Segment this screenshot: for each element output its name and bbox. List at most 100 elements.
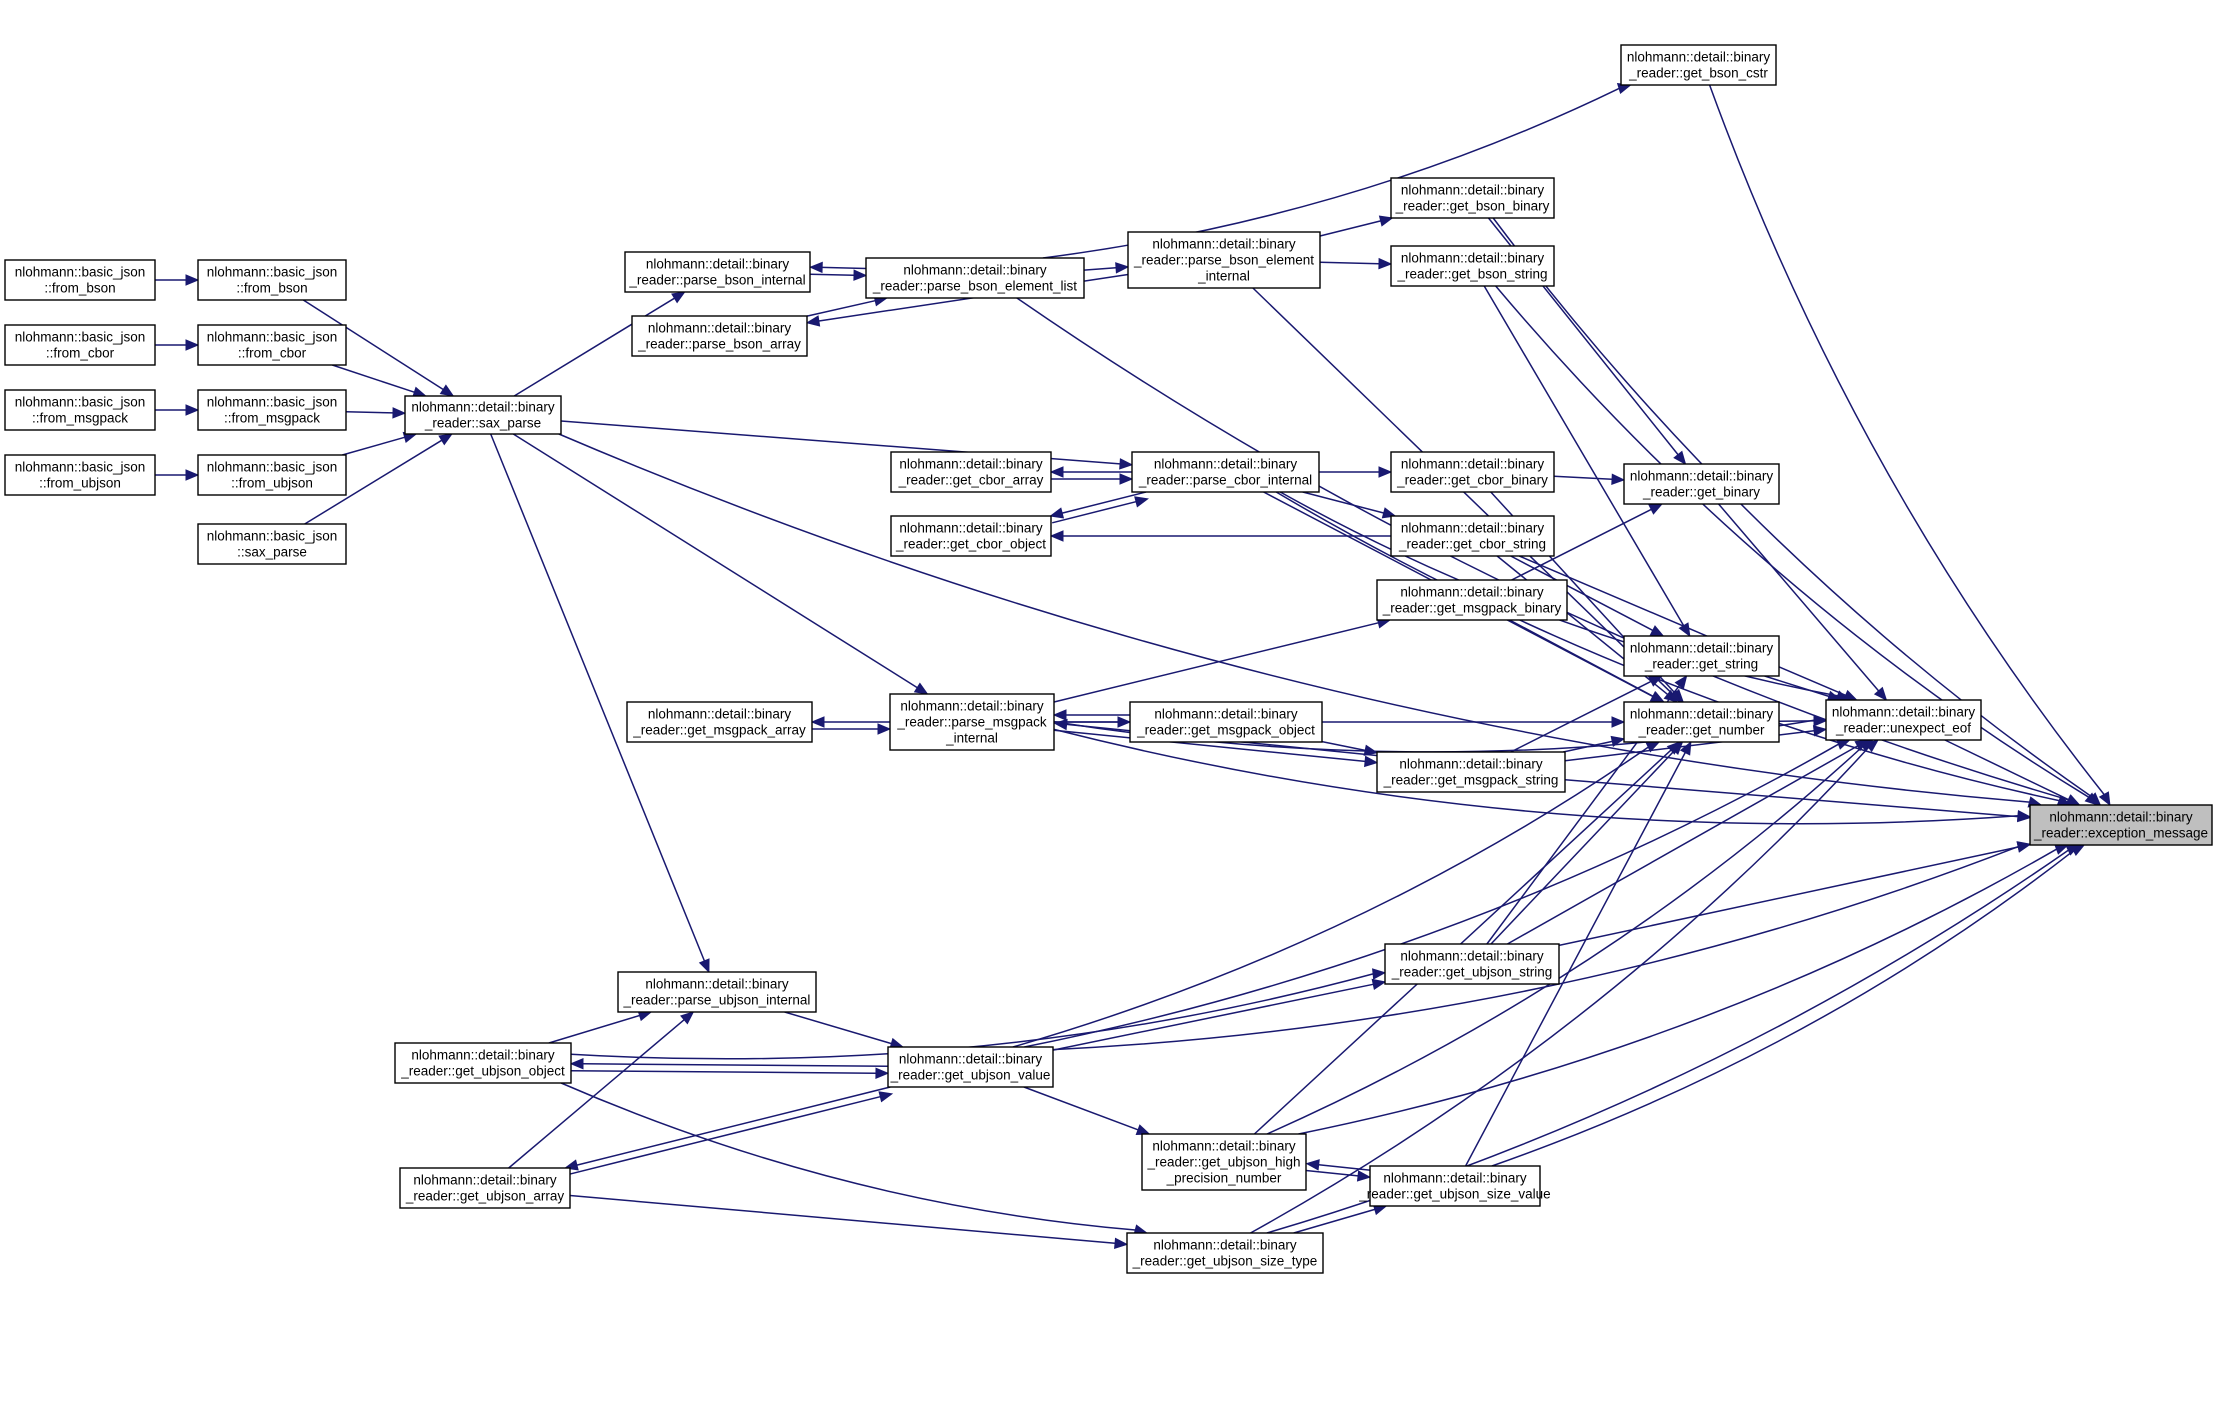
graph-node-n15[interactable]: nlohmann::detail::binary_reader::get_bso…: [1620, 44, 1777, 86]
edge-arrowhead: [1649, 625, 1665, 637]
node-label-line: nlohmann::detail::binary: [900, 698, 1044, 713]
graph-node-n25[interactable]: nlohmann::detail::binary_reader::get_str…: [1623, 635, 1780, 677]
graph-node-n23[interactable]: nlohmann::detail::binary_reader::get_bin…: [1623, 463, 1780, 505]
edge-arrowhead: [1813, 715, 1828, 727]
edge-line: [1250, 746, 1870, 1234]
edge-arrowhead: [1049, 466, 1064, 478]
node-label-line: nlohmann::detail::binary: [2049, 809, 2193, 824]
graph-node-n27[interactable]: nlohmann::detail::binary_reader::parse_m…: [889, 693, 1055, 751]
node-exception-message-highlighted[interactable]: nlohmann::detail::binary_reader::excepti…: [2029, 804, 2213, 846]
edge-arrowhead: [185, 404, 200, 416]
graph-node-n20[interactable]: nlohmann::detail::binary_reader::parse_c…: [1131, 451, 1320, 493]
edge-line: [1510, 680, 1652, 753]
edge-n13-n11: [808, 261, 867, 274]
graph-node-n19[interactable]: nlohmann::detail::binary_reader::get_cbo…: [890, 515, 1052, 557]
graph-node-n12[interactable]: nlohmann::detail::binary_reader::parse_b…: [631, 315, 808, 357]
node-label-line: nlohmann::detail::binary: [1383, 1170, 1527, 1185]
node-box: [617, 971, 817, 1013]
node-label-line: _reader::get_msgpack_string: [1383, 772, 1559, 787]
node-box: [889, 693, 1055, 751]
edge-n36-n35: [569, 1058, 889, 1070]
node-label-line: _reader::get_bson_binary: [1395, 198, 1550, 213]
edge-arrowhead: [1372, 968, 1387, 980]
graph-node-n33[interactable]: nlohmann::detail::binary_reader::get_ubj…: [1384, 943, 1560, 985]
edge-line: [1052, 500, 1137, 524]
graph-node-n34[interactable]: nlohmann::detail::binary_reader::parse_u…: [617, 971, 817, 1013]
graph-node-n40[interactable]: nlohmann::detail::binary_reader::get_ubj…: [1126, 1232, 1324, 1274]
node-label-line: nlohmann::detail::binary: [903, 262, 1047, 277]
graph-node-n26[interactable]: nlohmann::detail::binary_reader::get_msg…: [626, 701, 813, 743]
node-label-line: _reader::parse_cbor_internal: [1138, 472, 1312, 487]
edge-line: [1266, 745, 1864, 1135]
graph-node-n30[interactable]: nlohmann::detail::binary_reader::get_msg…: [1376, 751, 1566, 793]
edge-arrowhead: [1115, 262, 1130, 274]
node-label-line: _reader::get_ubjson_value: [890, 1067, 1051, 1082]
edge-arrowhead: [438, 433, 454, 446]
edge-arrowhead: [680, 1011, 695, 1025]
graph-node-n7[interactable]: nlohmann::basic_json::from_ubjson: [4, 454, 156, 496]
edge-line: [1510, 555, 1654, 632]
node-box: [1131, 451, 1320, 493]
graph-node-n29[interactable]: nlohmann::detail::binary_reader::get_num…: [1623, 701, 1780, 743]
graph-node-n14[interactable]: nlohmann::detail::binary_reader::parse_b…: [1127, 231, 1321, 289]
edge-n7-n8: [154, 469, 200, 481]
edge-line: [822, 266, 867, 270]
node-label-line: nlohmann::basic_json: [207, 459, 338, 474]
edge-n40-n31: [1250, 739, 1880, 1234]
edge-line: [1252, 287, 1673, 695]
edge-n37-n40: [569, 1194, 1129, 1250]
graph-node-n35[interactable]: nlohmann::detail::binary_reader::get_ubj…: [394, 1042, 572, 1084]
edge-line: [1062, 491, 1147, 514]
edge-arrowhead: [1835, 738, 1851, 750]
edge-arrowhead: [2098, 791, 2111, 807]
node-label-line: _reader::get_bson_string: [1396, 266, 1547, 281]
graph-node-n3[interactable]: nlohmann::basic_json::from_cbor: [4, 324, 156, 366]
edge-line: [1492, 217, 2093, 798]
node-label-line: _reader::sax_parse: [424, 415, 541, 430]
graph-node-n2[interactable]: nlohmann::basic_json::from_bson: [197, 259, 347, 301]
edge-n38-n32: [1298, 843, 2070, 1135]
node-label-line: nlohmann::basic_json: [207, 394, 338, 409]
graph-node-n36[interactable]: nlohmann::detail::binary_reader::get_ubj…: [887, 1046, 1054, 1088]
graph-node-n38[interactable]: nlohmann::detail::binary_reader::get_ubj…: [1141, 1133, 1307, 1191]
graph-node-n1[interactable]: nlohmann::basic_json::from_bson: [4, 259, 156, 301]
edge-n36-n38: [1023, 1086, 1151, 1136]
edge-n28-n27: [1052, 709, 1130, 721]
graph-node-n31[interactable]: nlohmann::detail::binary_reader::unexpec…: [1825, 699, 1982, 741]
edge-line: [1053, 728, 2019, 825]
graph-node-n8[interactable]: nlohmann::basic_json::from_ubjson: [197, 454, 347, 496]
graph-node-n6[interactable]: nlohmann::basic_json::from_msgpack: [197, 389, 347, 431]
edge-n38-n39: [1305, 1169, 1372, 1182]
graph-node-n28[interactable]: nlohmann::detail::binary_reader::get_msg…: [1129, 701, 1323, 743]
node-label-line: _reader::get_binary: [1642, 484, 1760, 499]
edge-arrowhead: [1049, 530, 1064, 542]
graph-node-n13[interactable]: nlohmann::detail::binary_reader::parse_b…: [865, 257, 1085, 299]
edge-n35-n36: [570, 1067, 890, 1079]
node-box: [1390, 177, 1555, 219]
graph-node-n5[interactable]: nlohmann::basic_json::from_msgpack: [4, 389, 156, 431]
edge-n19-n20: [1052, 496, 1149, 524]
graph-node-n39[interactable]: nlohmann::detail::binary_reader::get_ubj…: [1358, 1165, 1551, 1207]
edge-n2-n10: [302, 299, 455, 397]
graph-node-n18[interactable]: nlohmann::detail::binary_reader::get_cbo…: [890, 451, 1052, 493]
graph-node-n16[interactable]: nlohmann::detail::binary_reader::get_bso…: [1390, 177, 1555, 219]
graph-node-n22[interactable]: nlohmann::detail::binary_reader::get_cbo…: [1390, 515, 1555, 557]
edge-line: [1708, 84, 2105, 795]
edge-line: [1563, 740, 1613, 753]
edge-n39-n32: [1491, 844, 2086, 1167]
edge-line: [570, 1069, 876, 1074]
graph-node-n10[interactable]: nlohmann::detail::binary_reader::sax_par…: [404, 395, 562, 435]
graph-node-n37[interactable]: nlohmann::detail::binary_reader::get_ubj…: [399, 1167, 571, 1209]
node-box: [1141, 1133, 1307, 1191]
node-box: [394, 1042, 572, 1084]
graph-node-n11[interactable]: nlohmann::detail::binary_reader::parse_b…: [624, 251, 811, 293]
node-label-line: _reader::get_number: [1637, 722, 1765, 737]
graph-node-n24[interactable]: nlohmann::detail::binary_reader::get_msg…: [1376, 579, 1568, 621]
edge-line: [302, 299, 444, 391]
graph-node-n9[interactable]: nlohmann::basic_json::sax_parse: [197, 523, 347, 565]
graph-node-n4[interactable]: nlohmann::basic_json::from_cbor: [197, 324, 347, 366]
node-box: [1390, 451, 1555, 493]
node-label-line: nlohmann::detail::binary: [1401, 250, 1545, 265]
graph-node-n21[interactable]: nlohmann::detail::binary_reader::get_cbo…: [1390, 451, 1555, 493]
graph-node-n17[interactable]: nlohmann::detail::binary_reader::get_bso…: [1390, 245, 1555, 287]
